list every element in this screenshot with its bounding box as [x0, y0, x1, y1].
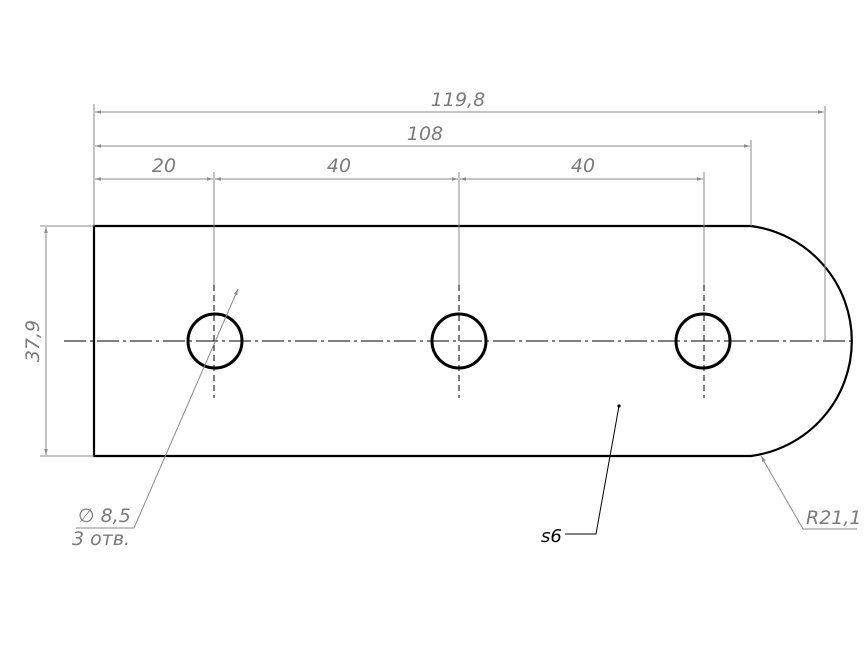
dim-height: 37,9 — [22, 320, 44, 362]
hole-diameter-callout: ∅ 8,5 — [78, 505, 131, 527]
hole-leader-line — [133, 288, 239, 529]
dim-hole-spacing-1: 40 — [327, 155, 351, 177]
dim-hole-spacing-2: 40 — [571, 155, 595, 177]
thickness-leader-line — [565, 405, 620, 535]
dim-first-hole: 20 — [152, 155, 176, 177]
radius-leader-line — [760, 455, 804, 530]
radius-callout: R21,1 — [806, 507, 862, 529]
hole-1 — [186, 312, 244, 370]
dim-overall-length: 119,8 — [431, 89, 485, 111]
part-outline — [92, 224, 853, 458]
hole-count-callout: 3 отв. — [72, 528, 130, 550]
dim-length-to-arc: 108 — [407, 123, 443, 145]
hole-3 — [674, 312, 732, 370]
hole-2 — [430, 312, 488, 370]
thickness-callout: s6 — [541, 526, 562, 547]
